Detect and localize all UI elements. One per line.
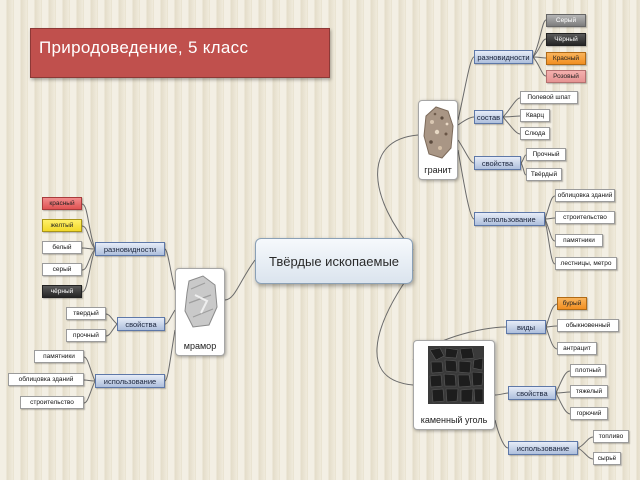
marble-hard[interactable]: твердый [66,307,106,320]
coal-properties[interactable]: свойства [508,386,556,400]
granite-hard[interactable]: Твёрдый [526,168,562,181]
granite-durable[interactable]: Прочный [526,148,566,161]
granite-use-construction[interactable]: строительство [555,211,615,224]
marble-use-cladding[interactable]: облицовка зданий [8,373,84,386]
coal-type-brown[interactable]: бурый [557,297,587,310]
granite-variety-red[interactable]: Красный [546,52,586,65]
coal-type-anthracite[interactable]: антрацит [557,342,597,355]
granite-card[interactable]: гранит [418,100,458,180]
marble-use-monuments[interactable]: памятники [34,350,84,363]
coal-use-fuel[interactable]: топливо [593,430,629,443]
marble-varieties[interactable]: разновидности [95,242,165,256]
granite-composition[interactable]: состав [474,110,503,124]
marble-card[interactable]: мрамор [175,268,225,356]
coal-types[interactable]: виды [506,320,546,334]
coal-card[interactable]: каменный уголь [413,340,495,430]
granite-photo [423,106,454,159]
marble-usage[interactable]: использование [95,374,165,388]
granite-variety-black[interactable]: Чёрный [546,33,586,46]
coal-dense[interactable]: плотный [570,364,606,377]
marble-photo [184,275,218,328]
granite-properties[interactable]: свойства [474,156,521,170]
marble-variety-white[interactable]: белый [42,241,82,254]
granite-use-monuments[interactable]: памятники [555,234,603,247]
coal-type-ordinary[interactable]: обыкновенный [557,319,619,332]
title-banner: Природоведение, 5 класс [30,28,330,78]
coal-heavy[interactable]: тяжелый [570,385,608,398]
center-topic[interactable]: Твёрдые ископаемые [255,238,413,284]
marble-variety-black[interactable]: чёрный [42,285,82,298]
granite-use-cladding[interactable]: облицовка зданий [555,189,615,202]
coal-usage[interactable]: использование [508,441,578,455]
marble-variety-red[interactable]: красный [42,197,82,210]
granite-variety-pink[interactable]: Розовый [546,70,586,83]
coal-use-raw[interactable]: сырьё [593,452,621,465]
coal-caption: каменный уголь [420,415,488,425]
marble-variety-yellow[interactable]: желтый [42,219,82,232]
granite-usage[interactable]: использование [474,212,545,226]
marble-durable[interactable]: прочный [66,329,106,342]
granite-mica[interactable]: Слюда [520,127,550,140]
marble-use-construction[interactable]: строительство [20,396,84,409]
marble-properties[interactable]: свойства [117,317,165,331]
granite-use-stairs[interactable]: лестницы, метро [555,257,617,270]
granite-varieties[interactable]: разновидности [474,50,533,64]
page-title: Природоведение, 5 класс [39,38,249,57]
coal-combustible[interactable]: горючий [570,407,608,420]
marble-variety-gray[interactable]: серый [42,263,82,276]
granite-variety-gray[interactable]: Серый [546,14,586,27]
granite-quartz[interactable]: Кварц [520,109,550,122]
marble-caption: мрамор [183,341,217,351]
coal-photo [428,346,484,404]
granite-caption: гранит [424,165,452,175]
granite-feldspar[interactable]: Полевой шпат [520,91,578,104]
